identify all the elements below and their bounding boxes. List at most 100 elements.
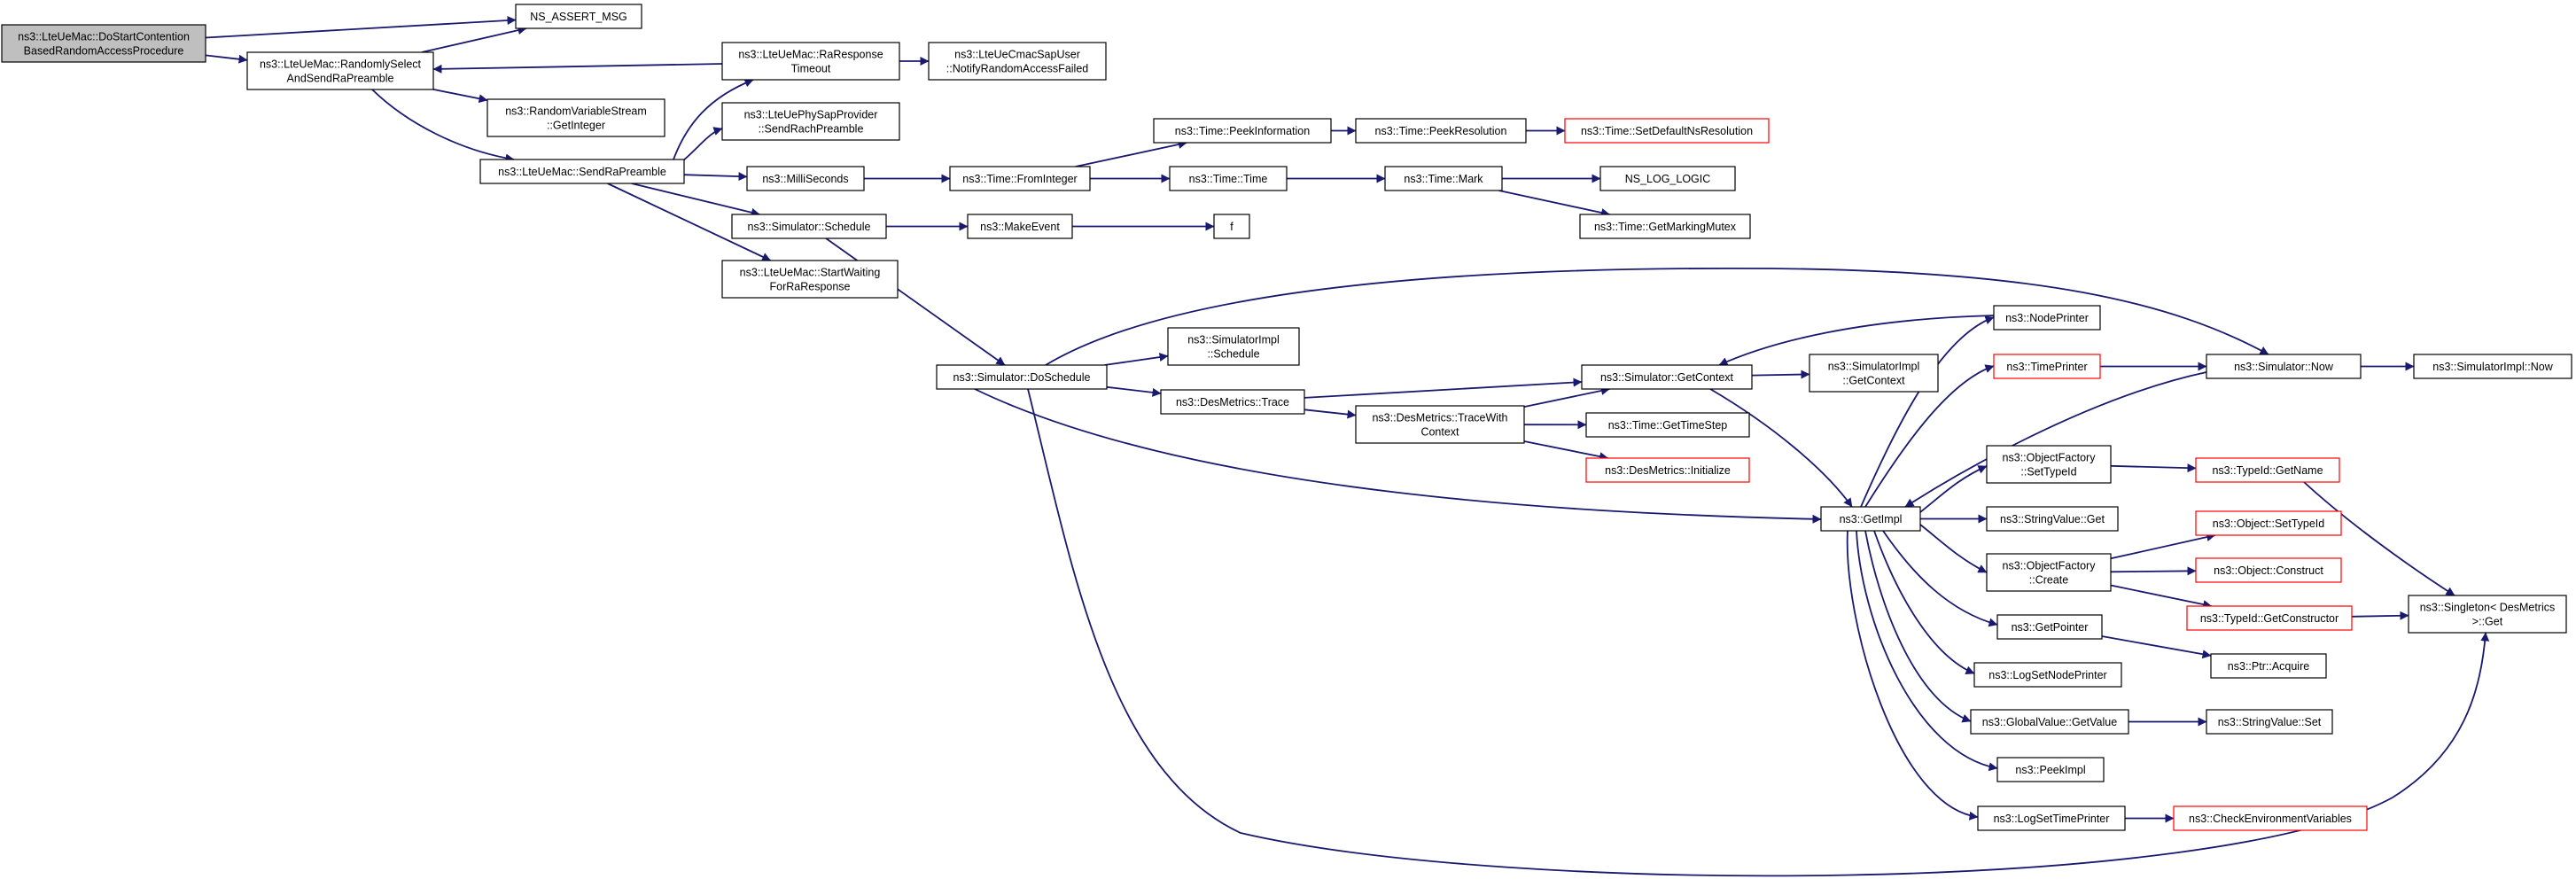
- node-sendra[interactable]: ns3::LteUeMac::SendRaPreamble: [479, 159, 685, 184]
- node-getctx[interactable]: ns3::Simulator::GetContext: [1581, 364, 1753, 390]
- node-desinit[interactable]: ns3::DesMetrics::Initialize: [1585, 457, 1750, 483]
- edge-sendra-to-raresp: [673, 78, 754, 160]
- node-box: [1973, 662, 2122, 688]
- node-assert[interactable]: NS_ASSERT_MSG: [515, 4, 642, 29]
- node-mutex[interactable]: ns3::Time::GetMarkingMutex: [1579, 214, 1751, 239]
- node-label: ns3::LteUePhySapProvider: [744, 109, 878, 121]
- node-label: ns3::TypeId::GetConstructor: [2200, 612, 2339, 625]
- node-label: ::SendRachPreamble: [759, 123, 864, 136]
- node-mark[interactable]: ns3::Time::Mark: [1384, 166, 1503, 191]
- node-label: ns3::Simulator::Schedule: [748, 221, 871, 233]
- node-ofcreate[interactable]: ns3::ObjectFactory::Create: [1986, 553, 2112, 592]
- node-label: ns3::ObjectFactory: [2003, 560, 2097, 572]
- node-box: [1809, 354, 1939, 393]
- node-strget[interactable]: ns3::StringValue::Get: [1986, 506, 2119, 532]
- node-label: ::GetInteger: [547, 120, 605, 132]
- node-box: [2408, 595, 2567, 634]
- edge-getname-to-singleton: [2303, 481, 2455, 596]
- node-box: [1213, 214, 1250, 239]
- node-label: ns3::DesMetrics::TraceWith: [1372, 412, 1507, 424]
- node-makeevent[interactable]: ns3::MakeEvent: [967, 214, 1073, 239]
- node-box: [2186, 605, 2353, 631]
- node-label: ns3::StringValue::Set: [2218, 716, 2322, 728]
- edge-tracewith-to-desinit: [1523, 440, 1609, 462]
- node-label: ns3::StringValue::Get: [2000, 513, 2105, 525]
- node-label: ::GetContext: [1842, 375, 1905, 387]
- node-milli[interactable]: ns3::MilliSeconds: [746, 166, 865, 191]
- edge-dosched-to-getimpl: [974, 388, 1822, 524]
- node-box: [2206, 709, 2333, 735]
- node-logtime[interactable]: ns3::LogSetTimePrinter: [1977, 805, 2126, 831]
- node-getctor[interactable]: ns3::TypeId::GetConstructor: [2186, 605, 2353, 631]
- edge-randsel-to-sendra: [371, 89, 515, 163]
- node-peekinfo[interactable]: ns3::Time::PeekInformation: [1153, 118, 1332, 144]
- node-box: [1585, 412, 1750, 438]
- edge-mark-to-mutex: [1498, 190, 1610, 217]
- node-nodeprinter[interactable]: ns3::NodePrinter: [1993, 305, 2101, 331]
- node-label: NS_LOG_LOGIC: [1625, 173, 1711, 185]
- node-gvget[interactable]: ns3::GlobalValue::GetValue: [1970, 709, 2129, 735]
- node-label: ns3::NodePrinter: [2005, 312, 2089, 324]
- node-label: ns3::Singleton< DesMetrics: [2420, 602, 2556, 614]
- edge-trace-to-tracewith: [1304, 408, 1357, 419]
- edge-simnow-to-getimpl: [1904, 371, 2207, 508]
- node-trace[interactable]: ns3::DesMetrics::Trace: [1160, 389, 1305, 415]
- node-f[interactable]: f: [1213, 214, 1250, 239]
- node-box: [1986, 553, 2112, 592]
- node-strset[interactable]: ns3::StringValue::Set: [2206, 709, 2333, 735]
- node-getimpl[interactable]: ns3::GetImpl: [1820, 506, 1921, 532]
- node-box: [721, 102, 900, 141]
- node-implctx[interactable]: ns3::SimulatorImpl::GetContext: [1809, 354, 1939, 393]
- edge-getimpl-to-logtime: [1846, 530, 1979, 821]
- node-label: ::Schedule: [1207, 348, 1259, 361]
- node-setdef[interactable]: ns3::Time::SetDefaultNsResolution: [1564, 118, 1770, 144]
- node-implsched[interactable]: ns3::SimulatorImpl::Schedule: [1167, 327, 1300, 366]
- node-singleton[interactable]: ns3::Singleton< DesMetrics >::Get: [2408, 595, 2567, 634]
- node-loglogic[interactable]: NS_LOG_LOGIC: [1599, 166, 1736, 191]
- node-ptracq[interactable]: ns3::Ptr::Acquire: [2210, 653, 2327, 679]
- node-label: ns3::Time::SetDefaultNsResolution: [1581, 125, 1753, 137]
- node-randsel[interactable]: ns3::LteUeMac::RandomlySelectAndSendRaPr…: [246, 51, 434, 90]
- node-label: ns3::Object::Construct: [2214, 564, 2323, 577]
- node-box: [2195, 457, 2340, 483]
- node-peekimpl[interactable]: ns3::PeekImpl: [1996, 757, 2105, 782]
- node-peekres[interactable]: ns3::Time::PeekResolution: [1355, 118, 1527, 144]
- node-label: ns3::LogSetNodePrinter: [1988, 669, 2106, 681]
- node-simsched[interactable]: ns3::Simulator::Schedule: [731, 214, 887, 239]
- node-label: BasedRandomAccessProcedure: [24, 45, 184, 58]
- edge-ofcreate-to-objconstruct: [2110, 566, 2197, 576]
- node-label: ns3::Simulator::GetContext: [1600, 371, 1734, 384]
- node-label: ns3::SimulatorImpl: [1187, 334, 1280, 346]
- node-fromint[interactable]: ns3::Time::FromInteger: [949, 166, 1091, 191]
- node-label: ns3::LteUeCmacSapUser: [954, 49, 1080, 61]
- node-dosched[interactable]: ns3::Simulator::DoSchedule: [936, 364, 1108, 390]
- node-box: [2413, 354, 2572, 379]
- node-implnow[interactable]: ns3::SimulatorImpl::Now: [2413, 354, 2572, 379]
- node-getpointer[interactable]: ns3::GetPointer: [1996, 614, 2103, 640]
- node-lognode[interactable]: ns3::LogSetNodePrinter: [1973, 662, 2122, 688]
- node-box: [1986, 506, 2119, 532]
- node-ofsettype[interactable]: ns3::ObjectFactory::SetTypeId: [1986, 445, 2112, 484]
- node-notify[interactable]: ns3::LteUeCmacSapUser::NotifyRandomAcces…: [928, 42, 1107, 81]
- node-sendrach[interactable]: ns3::LteUePhySapProvider::SendRachPreamb…: [721, 102, 900, 141]
- node-getname[interactable]: ns3::TypeId::GetName: [2195, 457, 2340, 483]
- node-box: [1167, 327, 1300, 366]
- node-timeprinter[interactable]: ns3::TimePrinter: [1993, 354, 2101, 379]
- node-checkenv[interactable]: ns3::CheckEnvironmentVariables: [2173, 805, 2368, 831]
- node-timestep[interactable]: ns3::Time::GetTimeStep: [1585, 412, 1750, 438]
- edge-getimpl-to-getpointer: [1882, 530, 1998, 627]
- node-label: ns3::LteUeMac::RandomlySelect: [260, 58, 422, 71]
- edge-getimpl-to-ofcreate: [1919, 524, 1988, 573]
- node-rvs[interactable]: ns3::RandomVariableStream::GetInteger: [486, 98, 665, 137]
- node-simnow[interactable]: ns3::Simulator::Now: [2206, 354, 2362, 379]
- node-timetime[interactable]: ns3::Time::Time: [1169, 166, 1288, 191]
- node-objsettype[interactable]: ns3::Object::SetTypeId: [2195, 510, 2342, 536]
- node-label: ns3::Time::GetTimeStep: [1608, 419, 1728, 432]
- edge-dosched-to-implsched: [1104, 353, 1169, 366]
- node-label: ns3::Time::FromInteger: [962, 173, 1077, 185]
- node-objconstruct[interactable]: ns3::Object::Construct: [2195, 557, 2342, 583]
